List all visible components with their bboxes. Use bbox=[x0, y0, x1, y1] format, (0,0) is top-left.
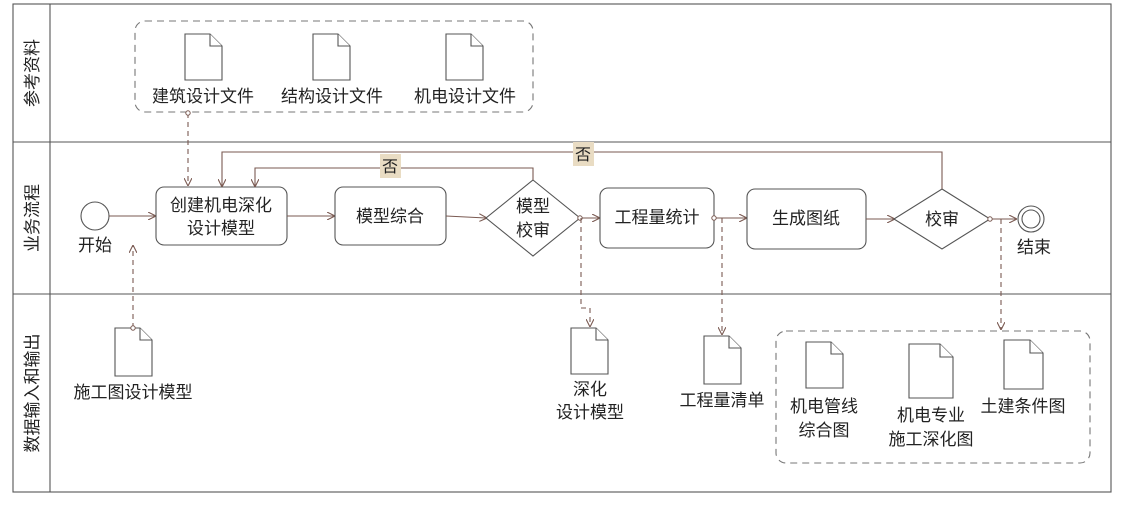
doc-mep-pipe: 机电管线 综合图 bbox=[790, 341, 858, 441]
task-create-line1: 创建机电深化 bbox=[170, 196, 272, 216]
no-badge-inner bbox=[380, 154, 401, 178]
doc-fold bbox=[337, 34, 350, 47]
no-label-outer: 否 bbox=[575, 145, 591, 164]
doc-fold bbox=[209, 34, 222, 47]
doc-fold bbox=[470, 34, 483, 47]
doc-bill: 工程量清单 bbox=[680, 335, 765, 411]
task-create-line2: 设计模型 bbox=[187, 219, 255, 239]
end-label: 结束 bbox=[1017, 238, 1051, 258]
doc-deep-model: 深化 设计模型 bbox=[556, 327, 624, 423]
gateway-model-review-line1: 模型 bbox=[516, 197, 550, 217]
swimlanes bbox=[12, 3, 1112, 493]
doc-label: 工程量清单 bbox=[680, 391, 765, 411]
doc-label-line2: 综合图 bbox=[799, 421, 850, 441]
start-label: 开始 bbox=[78, 236, 112, 256]
doc-fold bbox=[728, 336, 741, 349]
gateway-review-label: 校审 bbox=[925, 210, 959, 230]
doc-fold bbox=[830, 342, 843, 355]
doc-label-line1: 深化 bbox=[573, 380, 607, 400]
assoc-model-review-to-deep-model bbox=[580, 218, 590, 326]
doc-label: 结构设计文件 bbox=[281, 87, 383, 107]
doc-label-line1: 机电专业 bbox=[897, 406, 965, 426]
doc-arch: 建筑设计文件 bbox=[152, 33, 254, 107]
doc-label: 建筑设计文件 bbox=[152, 87, 254, 107]
doc-label-line2: 设计模型 bbox=[556, 403, 624, 423]
lane-label-io: 数据输入和输出 bbox=[23, 334, 43, 453]
doc-fold bbox=[595, 328, 608, 341]
output-docs-group bbox=[775, 330, 1091, 464]
doc-label: 机电设计文件 bbox=[414, 87, 516, 107]
task-quantity-label: 工程量统计 bbox=[615, 208, 700, 228]
task-integrate-label: 模型综合 bbox=[356, 207, 424, 227]
gateway-review bbox=[892, 188, 992, 250]
doc-mep: 机电设计文件 bbox=[414, 33, 516, 107]
doc-label: 施工图设计模型 bbox=[74, 383, 193, 403]
gateway-model-review bbox=[485, 179, 581, 257]
no-label-inner: 否 bbox=[382, 157, 398, 176]
doc-label-line1: 机电管线 bbox=[790, 397, 858, 417]
doc-fold bbox=[1029, 340, 1043, 354]
start-event bbox=[80, 201, 110, 231]
doc-civil: 土建条件图 bbox=[981, 339, 1066, 417]
task-drawings-label: 生成图纸 bbox=[772, 209, 840, 229]
doc-label: 土建条件图 bbox=[981, 397, 1066, 417]
doc-fold bbox=[939, 344, 953, 358]
doc-fold bbox=[139, 328, 152, 341]
doc-construction-model: 施工图设计模型 bbox=[74, 327, 193, 403]
lane-label-process: 业务流程 bbox=[23, 184, 43, 252]
flow-integrate-to-model-review bbox=[445, 216, 486, 218]
no-badge-outer bbox=[573, 142, 594, 166]
doc-label-line2: 施工深化图 bbox=[889, 430, 974, 450]
gateway-model-review-line2: 校审 bbox=[516, 221, 550, 241]
doc-struct: 结构设计文件 bbox=[281, 33, 383, 107]
end-event-inner bbox=[1021, 209, 1041, 229]
lane-label-reference: 参考资料 bbox=[23, 39, 43, 107]
doc-mep-detail: 机电专业 施工深化图 bbox=[889, 343, 974, 450]
